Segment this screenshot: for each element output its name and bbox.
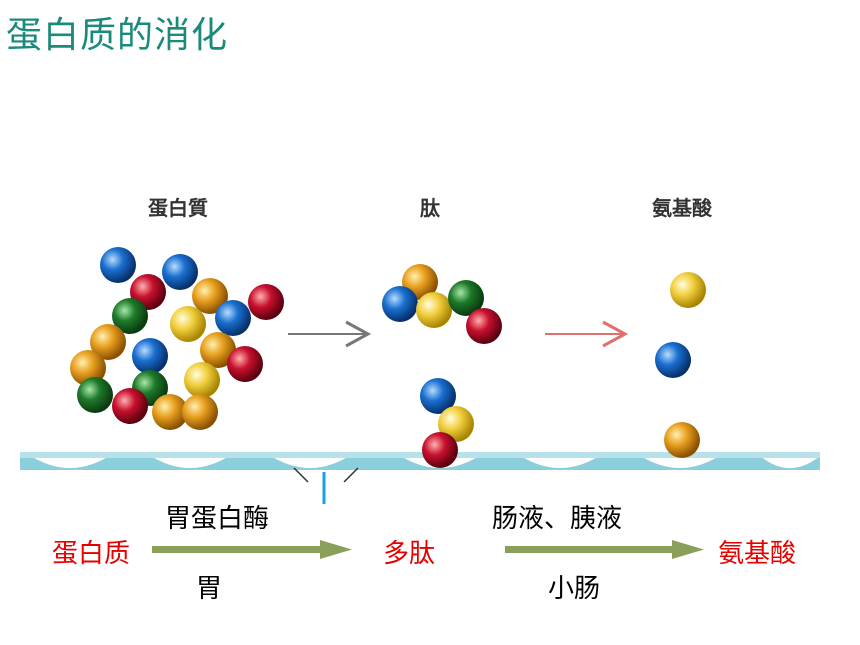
intestinal-surface	[20, 449, 822, 470]
stage-label-amino-acid: 氨基酸	[652, 196, 712, 220]
flow-amino-acid: 氨基酸	[718, 539, 797, 569]
place-stomach: 胃	[196, 574, 223, 604]
stage-label-protein: 蛋白質	[148, 196, 208, 220]
flow-peptide: 多肽	[383, 539, 436, 569]
enzyme-pepsin: 胃蛋白酶	[165, 504, 270, 534]
flow-arrow-2	[505, 540, 704, 559]
amino-acid-beads	[655, 272, 706, 458]
flow-arrow-1	[152, 540, 352, 559]
protein-cluster	[70, 247, 284, 430]
flow-protein: 蛋白质	[52, 539, 131, 569]
enzyme-intestinal-pancreatic: 肠液、胰液	[492, 504, 623, 534]
annotation-marks	[293, 467, 359, 504]
place-small-intestine: 小肠	[548, 574, 601, 604]
page-title: 蛋白质的消化	[6, 15, 229, 56]
stage-label-peptide: 肽	[420, 196, 440, 220]
peptide-cluster	[382, 264, 502, 468]
